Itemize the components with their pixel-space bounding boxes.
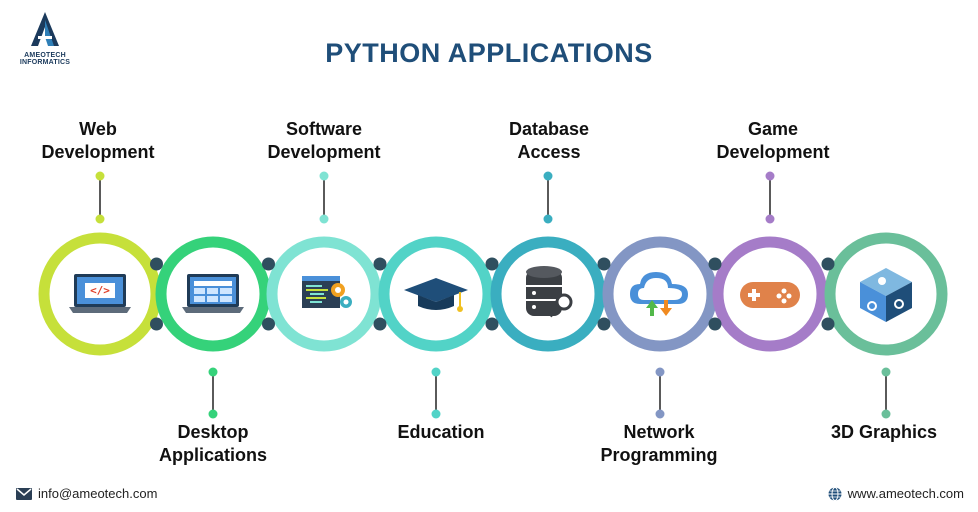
- connector-dot-game: [765, 171, 775, 181]
- database-key-icon: [526, 266, 573, 318]
- code-gears-icon: [302, 276, 352, 308]
- mail-icon: [16, 487, 32, 500]
- chain-joint: [150, 317, 163, 331]
- connector-dot-desktop: [208, 367, 218, 377]
- gamepad-icon: [740, 282, 800, 308]
- website-link[interactable]: www.ameotech.com: [847, 486, 964, 501]
- label-game-development: Game Development: [716, 119, 830, 162]
- connector-dot-graphics: [881, 409, 891, 419]
- chain-joint: [485, 317, 499, 331]
- logo-text-line1: AMEOTECH: [24, 52, 66, 59]
- connector-dot-database: [543, 171, 553, 181]
- connector-dot-network: [655, 409, 665, 419]
- email-link[interactable]: info@ameotech.com: [38, 486, 158, 501]
- chain-joint: [373, 317, 387, 331]
- globe-icon: [828, 486, 842, 501]
- connector-dot-database: [543, 214, 553, 224]
- label-web-development: Web Development: [41, 119, 155, 162]
- chain-joint: [150, 257, 163, 271]
- chain-joint: [262, 317, 275, 331]
- label-connectors: [95, 171, 891, 419]
- connector-dot-graphics: [881, 367, 891, 377]
- connector-dot-network: [655, 367, 665, 377]
- svg-text:</>: </>: [90, 284, 110, 297]
- chain-loops: [38, 232, 948, 356]
- chain-joint: [373, 257, 387, 271]
- application-icons: </>: [69, 266, 912, 322]
- chain-loop-graphics: [824, 232, 948, 356]
- cloud-upload-download-icon: [630, 272, 688, 316]
- connector-dot-desktop: [208, 409, 218, 419]
- chain-loop-education: [378, 236, 494, 352]
- company-logo: AMEOTECH INFORMATICS: [14, 10, 76, 68]
- chain-loop-database: [490, 236, 606, 352]
- chain-loop-desktop: [155, 236, 271, 352]
- label-desktop-applications: Desktop Applications: [158, 422, 267, 465]
- label-database-access: Database Access: [508, 119, 590, 162]
- chain-joint: [708, 317, 722, 331]
- logo-mark-icon: [31, 12, 59, 46]
- label-3d-graphics: 3D Graphics: [830, 422, 938, 442]
- logo-text: AMEOTECH INFORMATICS: [14, 52, 76, 66]
- chain-joint: [485, 257, 499, 271]
- desktop-window-laptop-icon: [182, 274, 244, 313]
- graduation-cap-icon: [404, 278, 468, 312]
- footer-website[interactable]: www.ameotech.com: [828, 486, 964, 501]
- logo-text-line2: INFORMATICS: [19, 59, 71, 66]
- chain-loop-software: [266, 236, 382, 352]
- connector-dot-software: [319, 214, 329, 224]
- label-software-development: Software Development: [267, 119, 381, 162]
- footer-email[interactable]: info@ameotech.com: [16, 486, 157, 501]
- connector-dot-web: [95, 214, 105, 224]
- connector-dot-software: [319, 171, 329, 181]
- chain-joint: [597, 257, 611, 271]
- label-education: Education: [397, 422, 485, 442]
- chain-loop-game: [712, 236, 828, 352]
- chain-joints: [150, 257, 835, 331]
- connector-dot-web: [95, 171, 105, 181]
- 3d-cube-icon: [860, 268, 912, 322]
- chain-joint: [821, 257, 835, 271]
- chain-joint: [821, 317, 835, 331]
- connector-dot-education: [431, 367, 441, 377]
- page-title: PYTHON APPLICATIONS: [325, 38, 653, 68]
- connector-dot-game: [765, 214, 775, 224]
- chain-loop-network: [602, 236, 718, 352]
- connector-dot-education: [431, 409, 441, 419]
- code-laptop-icon: </>: [69, 274, 131, 313]
- chain-joint: [597, 317, 611, 331]
- label-network-programming: Network Programming: [600, 422, 718, 465]
- chain-joint: [262, 257, 275, 271]
- chain-joint: [708, 257, 722, 271]
